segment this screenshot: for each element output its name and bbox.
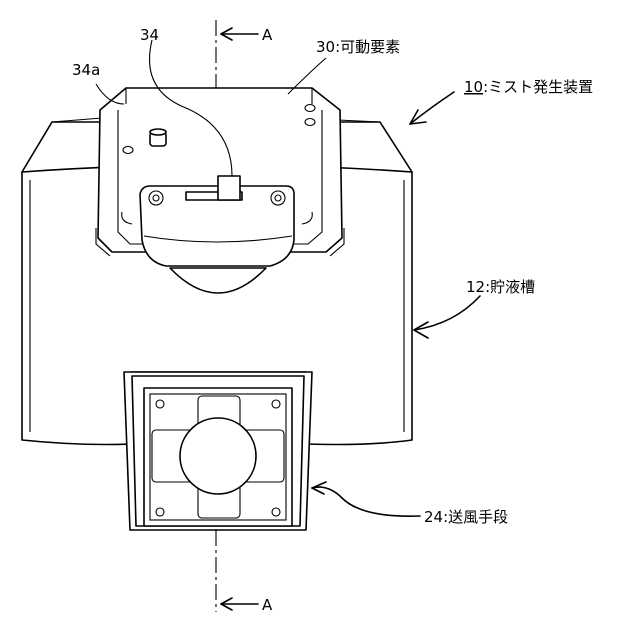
fan-unit bbox=[124, 372, 312, 530]
label-tank: 12:貯液槽 bbox=[466, 278, 535, 296]
label-movable-element: 30:可動要素 bbox=[316, 38, 400, 56]
section-arrow-bottom: A bbox=[221, 596, 273, 614]
label-fan: 24:送風手段 bbox=[424, 508, 508, 526]
nozzle-34a bbox=[150, 129, 166, 146]
label-34: 34 bbox=[140, 26, 159, 44]
section-label-top: A bbox=[262, 26, 273, 44]
label-34a: 34a bbox=[72, 61, 100, 79]
section-label-bottom: A bbox=[262, 596, 273, 614]
label-device: 10:ミスト発生装置 bbox=[464, 78, 593, 96]
section-arrow-top: A bbox=[221, 26, 273, 44]
